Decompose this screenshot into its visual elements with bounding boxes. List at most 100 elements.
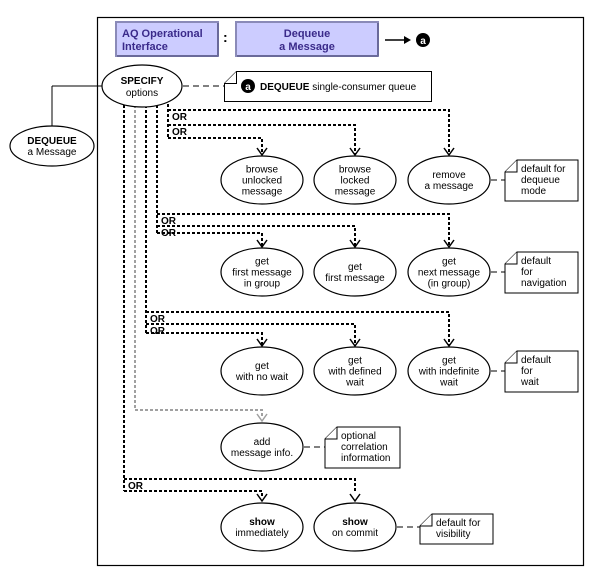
connector-line <box>124 478 356 492</box>
note-text-line: for <box>521 366 533 377</box>
node-label-line: remove <box>432 170 466 181</box>
note-text-line: navigation <box>521 278 567 289</box>
node-label-line: get <box>255 257 269 268</box>
node-label-line: (in group) <box>428 279 471 290</box>
arrowhead-icon <box>349 147 361 157</box>
node-label-line: show <box>249 517 275 528</box>
svg-text:DEQUEUE single-consumer queue: DEQUEUE single-consumer queue <box>260 82 417 93</box>
connector-line <box>146 332 263 345</box>
note-text-line: default for <box>521 164 566 175</box>
svg-text:a: a <box>245 82 251 93</box>
or-label: OR <box>172 112 188 123</box>
node-label-line: first message <box>232 268 292 279</box>
connector-line <box>157 213 450 246</box>
header-separator: : <box>223 29 228 45</box>
node-specify-options[interactable]: SPECIFY options <box>101 64 183 108</box>
arrowhead-icon <box>256 493 268 503</box>
connector-line <box>157 232 263 246</box>
note-text-line: correlation <box>341 442 388 453</box>
note-text-line: mode <box>521 186 546 197</box>
svg-text:SPECIFY: SPECIFY <box>121 76 164 87</box>
node-label-line: first message <box>325 273 385 284</box>
or-label: OR <box>161 216 177 227</box>
node-label-line: a message <box>425 181 474 192</box>
or-label: OR <box>150 326 166 337</box>
or-label: OR <box>150 314 166 325</box>
node-label-line: get <box>442 257 456 268</box>
node-label-line: unlocked <box>242 176 282 187</box>
ref-badge-header: a <box>416 33 430 47</box>
node-label-line: with no wait <box>235 372 288 383</box>
node-dequeue-root[interactable]: DEQUEUE a Message <box>9 125 95 167</box>
node-label-line: locked <box>341 176 370 187</box>
node-label-line: get <box>255 361 269 372</box>
note-text-line: default <box>521 256 551 267</box>
note-text-line: optional <box>341 431 376 442</box>
connector-line <box>135 409 263 418</box>
note-text-line: information <box>341 453 390 464</box>
connector-line <box>168 124 356 154</box>
arrowhead-icon <box>256 338 268 348</box>
note-text-line: visibility <box>436 529 470 540</box>
arrowhead-icon <box>443 239 455 249</box>
svg-text:a: a <box>420 36 426 47</box>
header-box1-line1: AQ Operational <box>122 28 203 40</box>
node-label-line: message info. <box>231 448 293 459</box>
node-label-line: get <box>442 356 456 367</box>
svg-text:a Message: a Message <box>28 147 77 158</box>
arrowhead-icon <box>256 413 268 423</box>
node-label-line: browse <box>246 165 279 176</box>
note-dequeue-single-consumer: a DEQUEUE single-consumer queue <box>224 71 432 102</box>
arrowhead-icon <box>349 493 361 503</box>
node-label-line: wait <box>345 378 364 389</box>
node-label-line: immediately <box>235 528 288 539</box>
node-label-line: add <box>254 437 271 448</box>
node-label-line: browse <box>339 165 372 176</box>
connector-line <box>168 109 450 154</box>
header-box-dequeue[interactable]: Dequeue a Message <box>235 21 379 57</box>
header-box-aq-interface[interactable]: AQ Operational Interface <box>115 21 219 57</box>
connector-line <box>157 225 356 246</box>
arrowhead-icon <box>443 147 455 157</box>
connector-line <box>168 137 263 154</box>
connector-line <box>146 311 450 345</box>
arrowhead-icon <box>256 147 268 157</box>
node-label-line: show <box>342 517 368 528</box>
arrowhead-icon <box>443 338 455 348</box>
node-label-line: with indefinite <box>418 367 480 378</box>
note-text-line: dequeue <box>521 175 560 186</box>
svg-text:DEQUEUE: DEQUEUE <box>27 136 77 147</box>
note-text-line: wait <box>520 377 539 388</box>
note-text-line: for <box>521 267 533 278</box>
or-label: OR <box>161 228 177 239</box>
node-label-line: message <box>335 187 376 198</box>
note-text-line: default <box>521 355 551 366</box>
node-label-line: wait <box>439 378 458 389</box>
or-label: OR <box>172 127 188 138</box>
arrowhead-icon <box>349 239 361 249</box>
header-box1-line2: Interface <box>122 41 168 53</box>
header-box2-line1: Dequeue <box>284 28 330 40</box>
note-text: single-consumer queue <box>309 82 416 93</box>
arrow-right-icon <box>385 36 411 44</box>
or-label: OR <box>128 481 144 492</box>
diagram-frame <box>96 16 585 567</box>
node-label-line: message <box>242 187 283 198</box>
